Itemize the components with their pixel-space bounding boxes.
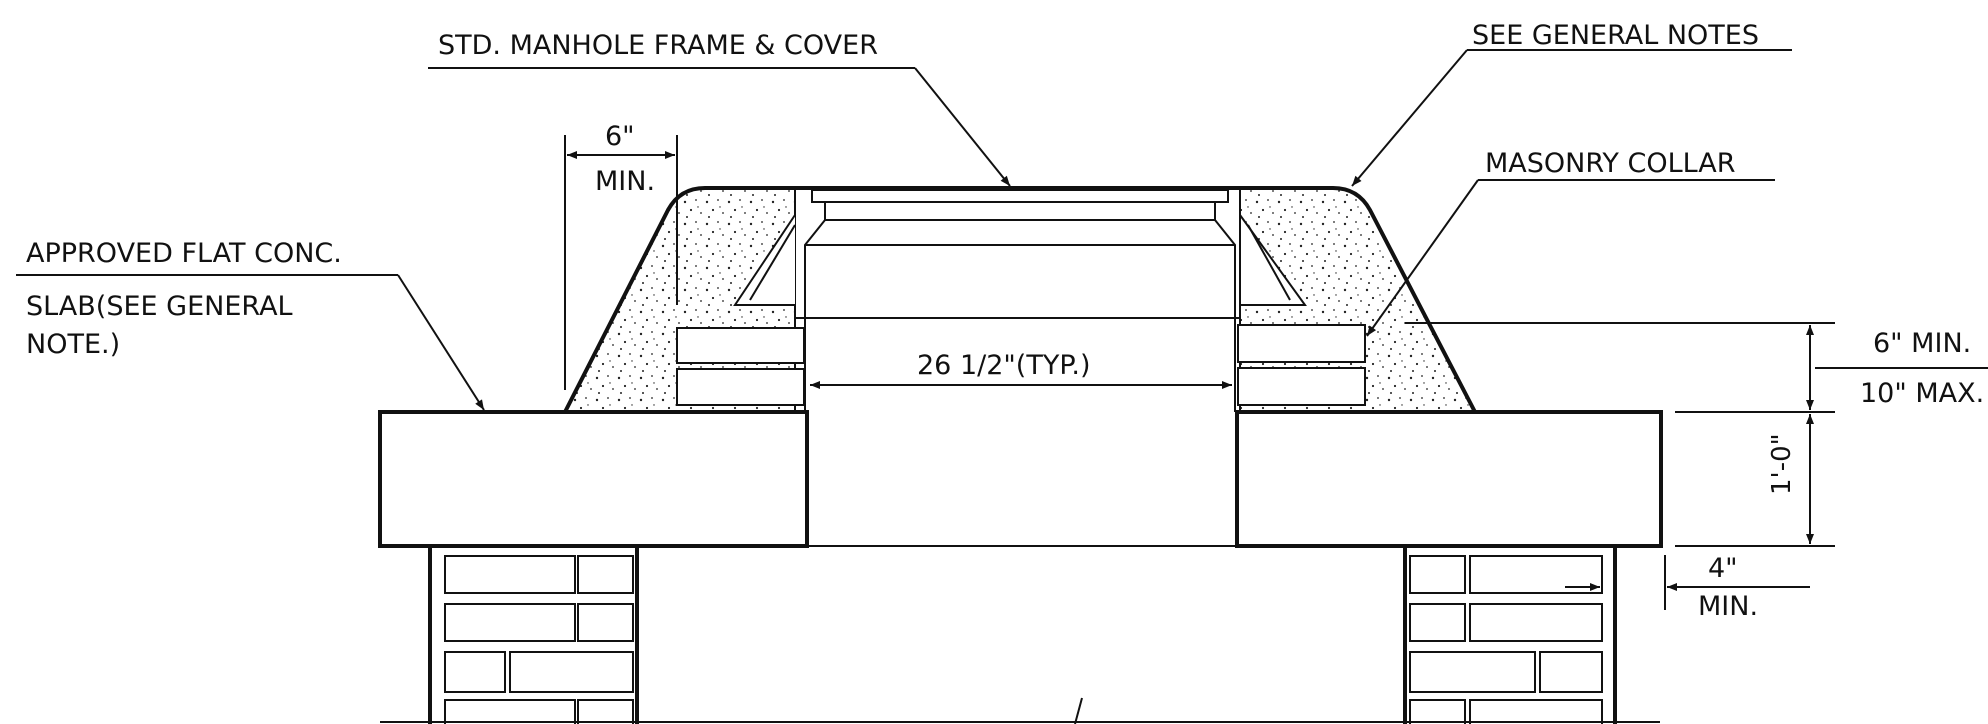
label-slab-line2: SLAB(SEE GENERAL: [26, 291, 293, 322]
label-frame-cover: STD. MANHOLE FRAME & COVER: [438, 30, 878, 61]
brick-wall-right: [1403, 546, 1617, 724]
inner-wall-mark: [1074, 697, 1083, 724]
dim-4in-label: 4": [1708, 553, 1738, 584]
dim-6in-min-label: 6" MIN.: [1873, 328, 1971, 359]
dim-min-label: MIN.: [595, 166, 655, 197]
leader-masonry-collar: MASONRY COLLAR: [1366, 148, 1775, 337]
dim-opening: 26 1/2"(TYP.): [810, 350, 1232, 389]
concrete-slab: [378, 410, 1663, 548]
dim-slab-label: 1'-0": [1767, 433, 1797, 495]
dim-wall-offset: 4" MIN.: [1565, 553, 1810, 622]
dim-10in-max-label: 10" MAX.: [1860, 378, 1984, 409]
dim-collar-width: 6" MIN.: [564, 121, 678, 390]
dim-4in-min-label: MIN.: [1698, 591, 1758, 622]
leader-concrete-slab: APPROVED FLAT CONC. SLAB(SEE GENERAL NOT…: [16, 238, 485, 411]
manhole-frame-cover: [733, 186, 1307, 413]
dim-6in-label: 6": [605, 121, 635, 152]
leader-frame-cover: STD. MANHOLE FRAME & COVER: [428, 30, 1011, 187]
dim-collar-height: 6" MIN. 10" MAX. 1'-0": [1405, 322, 1988, 547]
brick-wall-left: [428, 546, 639, 724]
label-masonry-collar: MASONRY COLLAR: [1485, 148, 1736, 179]
dim-opening-label: 26 1/2"(TYP.): [917, 350, 1091, 381]
leader-general-notes: SEE GENERAL NOTES: [1351, 20, 1792, 187]
label-slab-line3: NOTE.): [26, 329, 120, 360]
label-general-notes: SEE GENERAL NOTES: [1472, 20, 1759, 51]
collar-bricks: [676, 324, 1366, 406]
label-slab-line1: APPROVED FLAT CONC.: [26, 238, 342, 269]
